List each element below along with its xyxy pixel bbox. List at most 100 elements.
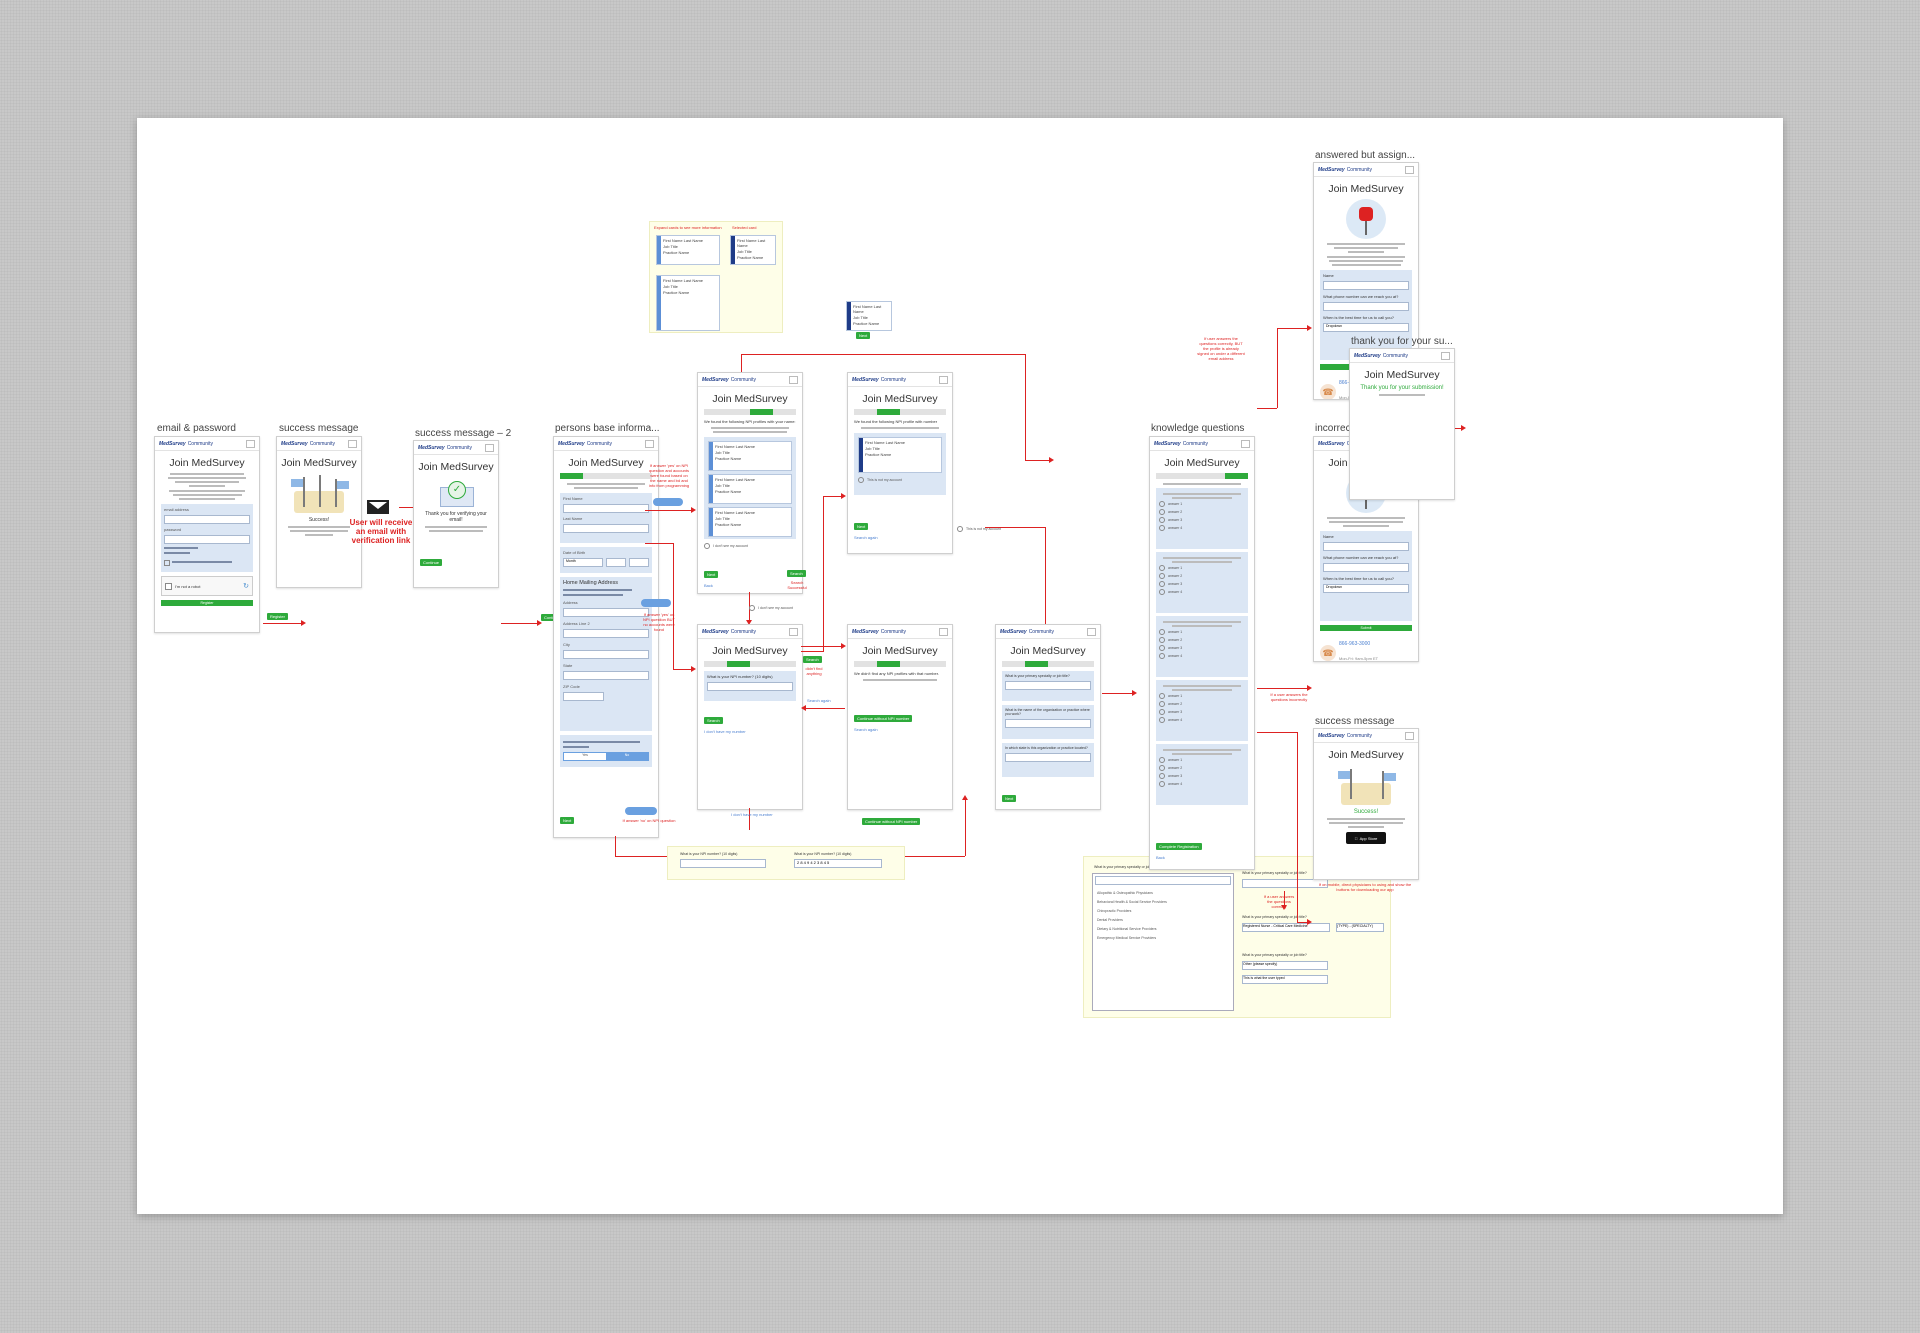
first-name-input[interactable] xyxy=(563,504,649,513)
menu-icon[interactable] xyxy=(1441,351,1450,360)
menu-icon[interactable] xyxy=(1405,731,1414,740)
search-flow-button-2[interactable]: Search xyxy=(803,656,822,663)
frame-label-persons-base: persons base informa... xyxy=(555,423,660,434)
register-flow-button[interactable]: Register xyxy=(267,613,288,620)
search-button[interactable]: Search xyxy=(704,717,723,724)
org-state-select[interactable] xyxy=(1005,753,1091,762)
search-again-flow[interactable]: Search again xyxy=(807,698,831,703)
this-is-not-flow[interactable]: This is not my account xyxy=(957,526,1001,532)
specialty-option[interactable]: Behavioral Health & Social Service Provi… xyxy=(1097,900,1167,904)
continue-flow-button[interactable]: Continue xyxy=(541,614,564,621)
menu-icon[interactable] xyxy=(348,439,357,448)
not-my-account-option-2[interactable]: I don't see my account xyxy=(749,605,793,611)
dob-year-select[interactable] xyxy=(629,558,649,567)
password-input[interactable] xyxy=(164,535,250,544)
frame-title: Join MedSurvey xyxy=(169,457,245,469)
state-select[interactable] xyxy=(563,671,649,680)
menu-icon[interactable] xyxy=(645,439,654,448)
complete-registration-button[interactable]: Complete Registration xyxy=(1156,843,1202,850)
name-input[interactable] xyxy=(1323,281,1409,290)
not-my-account-option[interactable]: I don't see my account xyxy=(704,543,796,549)
continue-without-npi-button[interactable]: Continue without NPI number xyxy=(854,715,913,722)
menu-icon[interactable] xyxy=(939,627,948,636)
dob-month-select[interactable]: Month xyxy=(563,558,603,567)
captcha-checkbox[interactable] xyxy=(165,582,172,590)
best-time-select[interactable]: Dropdown xyxy=(1323,584,1409,593)
no-toggle[interactable]: No xyxy=(606,753,648,760)
frame-label-knowledge: knowledge questions xyxy=(1151,423,1245,434)
celebration-illustration-icon xyxy=(289,473,349,513)
continue-without-npi-flow[interactable]: Continue without NPI number xyxy=(862,818,921,825)
submit-button[interactable]: Submit xyxy=(1320,625,1412,631)
verified-envelope-icon: ✓ xyxy=(438,477,474,507)
continue-button[interactable]: Continue xyxy=(420,559,443,566)
next-button[interactable]: Next xyxy=(854,523,869,530)
yes-pill-2 xyxy=(641,599,671,607)
next-top-button[interactable]: Next xyxy=(856,332,871,339)
npi-input[interactable] xyxy=(707,682,793,691)
specialty-list[interactable]: Allopathic & Osteopathic Physicians Beha… xyxy=(1092,873,1234,1011)
email-input[interactable] xyxy=(164,515,250,524)
menu-icon[interactable] xyxy=(939,375,948,384)
npi-example-empty xyxy=(680,859,766,868)
address-input[interactable] xyxy=(563,608,649,617)
yes-toggle[interactable]: Yes xyxy=(564,753,606,760)
organization-input[interactable] xyxy=(1005,719,1091,728)
menu-icon[interactable] xyxy=(789,627,798,636)
next-button[interactable]: Next xyxy=(1002,795,1017,802)
specialty-option[interactable]: Emergency Medical Service Providers xyxy=(1097,936,1157,940)
terms-checkbox[interactable] xyxy=(164,560,170,566)
specialty-option[interactable]: Dietary & Nutritional Service Providers xyxy=(1097,927,1157,931)
city-input[interactable] xyxy=(563,650,649,659)
menu-icon[interactable] xyxy=(1405,165,1414,174)
captcha-box[interactable]: I'm not a robot ↻ xyxy=(161,576,253,596)
back-link[interactable]: Back xyxy=(1156,855,1165,860)
menu-icon[interactable] xyxy=(1087,627,1096,636)
last-name-input[interactable] xyxy=(563,524,649,533)
specialty-option[interactable]: Allopathic & Osteopathic Physicians xyxy=(1097,891,1153,895)
phone-input[interactable] xyxy=(1323,302,1409,311)
specialty-option[interactable]: Chiropractic Providers xyxy=(1097,909,1132,913)
this-is-not-option[interactable]: This is not my account xyxy=(858,477,942,483)
back-link[interactable]: Back xyxy=(704,583,713,588)
zip-input[interactable] xyxy=(563,692,604,701)
dont-have-number-link[interactable]: I don't have my number xyxy=(704,729,746,734)
name-input[interactable] xyxy=(1323,542,1409,551)
search-again-link[interactable]: Search again xyxy=(854,535,878,540)
phone-icon: ☎ xyxy=(1320,384,1336,399)
best-time-select[interactable]: Dropdown xyxy=(1323,323,1409,332)
menu-icon[interactable] xyxy=(1241,439,1250,448)
specialty-option[interactable]: Dental Providers xyxy=(1097,918,1123,922)
next-button[interactable]: Next xyxy=(704,571,719,578)
search-again-link[interactable]: Search again xyxy=(854,727,878,732)
register-button[interactable]: Register xyxy=(161,600,253,606)
menu-icon[interactable] xyxy=(246,439,255,448)
phone-input[interactable] xyxy=(1323,563,1409,572)
next-button[interactable]: Next xyxy=(560,817,575,824)
specialty-input[interactable] xyxy=(1005,681,1091,690)
frame-label-success-2: success message – 2 xyxy=(415,428,512,439)
dob-day-select[interactable] xyxy=(606,558,626,567)
address-line-2-input[interactable] xyxy=(563,629,649,638)
yes-pill xyxy=(653,498,683,506)
search-flow-button[interactable]: Search xyxy=(787,570,806,577)
menu-icon[interactable] xyxy=(485,443,494,452)
phone-link[interactable]: 866-963-3000 xyxy=(1339,641,1371,647)
app-store-badge[interactable]: App Store xyxy=(1346,832,1386,844)
menu-icon[interactable] xyxy=(789,375,798,384)
